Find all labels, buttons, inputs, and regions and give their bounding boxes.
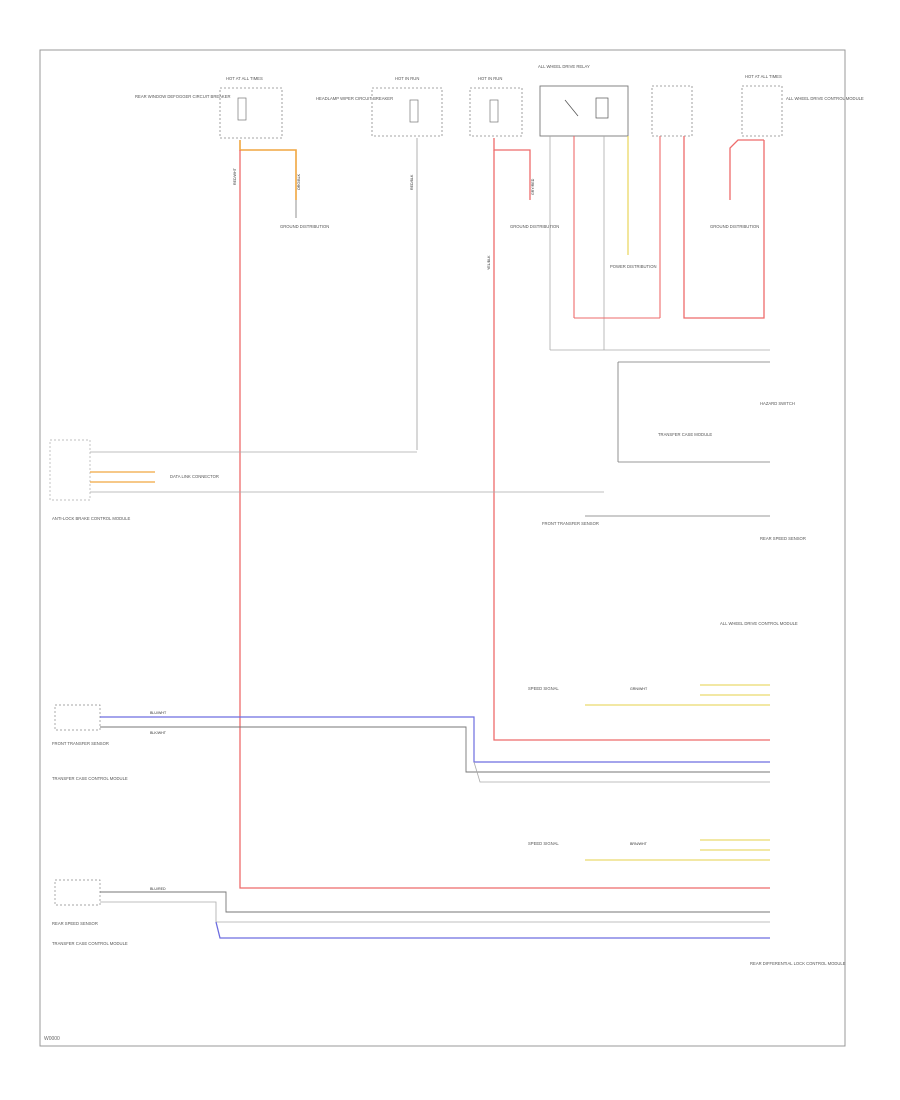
rear-sensor-label: REAR SPEED SENSOR <box>52 921 98 926</box>
wire-gray-front <box>100 726 770 773</box>
front-module-label: TRANSFER CASE CONTROL MODULE <box>52 776 128 781</box>
wire-gray-front-2 <box>473 761 770 783</box>
ground-mid-label: GROUND DISTRIBUTION <box>510 224 559 229</box>
wire-red-right-a <box>683 136 765 319</box>
wire-tag-w4: BLU/WHT <box>150 711 167 715</box>
data-link-label: DATA LINK CONNECTOR <box>170 474 219 479</box>
relay-box <box>539 85 629 137</box>
front-sensor-label: FRONT TRANSFER SENSOR <box>52 741 109 746</box>
hot-in-run-2-label: HOT IN RUN <box>478 76 502 81</box>
wire-tag-w8: BLU/RED <box>150 887 166 891</box>
fuse-block-right-2 <box>741 85 783 137</box>
wire-tag-w9: GRN/WHT <box>630 687 648 691</box>
wire-gray-rear <box>100 891 770 913</box>
fuse-mid-label: HEADLAMP WIPER CIRCUIT BREAKER <box>316 96 393 101</box>
transfer-case-module-label-right: ALL WHEEL DRIVE CONTROL MODULE <box>720 621 798 626</box>
relay-contact <box>564 99 579 117</box>
signal-rear-label: SPEED SIGNAL <box>528 841 559 846</box>
fuse-block-right <box>651 85 693 137</box>
rear-sensor-label-top: REAR SPEED SENSOR <box>760 536 806 541</box>
wire-tag-w10: BRN/WHT <box>630 842 648 846</box>
abs-module-label: ANTI-LOCK BRAKE CONTROL MODULE <box>52 516 130 521</box>
relay-top-label: ALL WHEEL DRIVE RELAY <box>538 64 590 69</box>
wire-orange-left <box>239 140 297 200</box>
module-top-right-label: ALL WHEEL DRIVE CONTROL MODULE <box>786 96 864 101</box>
ground-right-label: GROUND DISTRIBUTION <box>710 224 759 229</box>
fuse-block-run-2 <box>469 87 523 137</box>
diagram-frame <box>39 49 846 1047</box>
footer-code: W0000 <box>44 1036 60 1042</box>
ground-left-label: GROUND DISTRIBUTION <box>280 224 329 229</box>
rear-module-label: TRANSFER CASE CONTROL MODULE <box>52 941 128 946</box>
front-sensor-box <box>54 704 101 731</box>
wire-red-main-center <box>493 150 770 741</box>
transfer-sensor-front-label: FRONT TRANSFER SENSOR <box>542 521 599 526</box>
rear-sensor-box <box>54 879 101 906</box>
hot-at-all-times-right-label: HOT AT ALL TIMES <box>745 74 782 79</box>
wire-blue-front <box>100 716 770 763</box>
hot-at-all-times-left-label: HOT AT ALL TIMES <box>226 76 263 81</box>
wire-blue-rear <box>215 921 770 939</box>
wire-tag-w3: RED/BLK <box>410 174 414 190</box>
fuse-left-label: REAR WINDOW DEFOGGER CIRCUIT BREAKER <box>135 94 231 99</box>
transfer-case-label: TRANSFER CASE MODULE <box>658 432 712 437</box>
relay-coil <box>595 97 609 119</box>
ground-center-label: POWER DISTRIBUTION <box>610 264 657 269</box>
fuse-block-mid <box>371 87 443 137</box>
wire-red-main-left <box>239 150 770 889</box>
hot-in-run-1-label: HOT IN RUN <box>395 76 419 81</box>
fuse-run-2-element <box>489 99 499 123</box>
signal-front-label: SPEED SIGNAL <box>528 686 559 691</box>
fuse-mid-element <box>409 99 419 123</box>
abs-module-box <box>49 439 91 501</box>
wire-tag-w7: YEL/BLK <box>487 255 491 270</box>
wire-tag-w6: GRY/RED <box>531 178 535 195</box>
wire-tag-w1: RED/WHT <box>233 167 237 185</box>
rear-module-bottom-label: REAR DIFFERENTIAL LOCK CONTROL MODULE <box>750 961 846 966</box>
wire-red-run-2 <box>493 138 531 200</box>
wire-red-right-b <box>729 139 764 200</box>
wire-tag-w5: BLK/WHT <box>150 731 167 735</box>
hazard-switch-label: HAZARD SWITCH <box>760 401 795 406</box>
wire-gray-rear-2 <box>100 901 770 923</box>
wire-tag-w2: ORG/BLK <box>297 173 301 190</box>
fuse-left-element <box>237 97 247 121</box>
